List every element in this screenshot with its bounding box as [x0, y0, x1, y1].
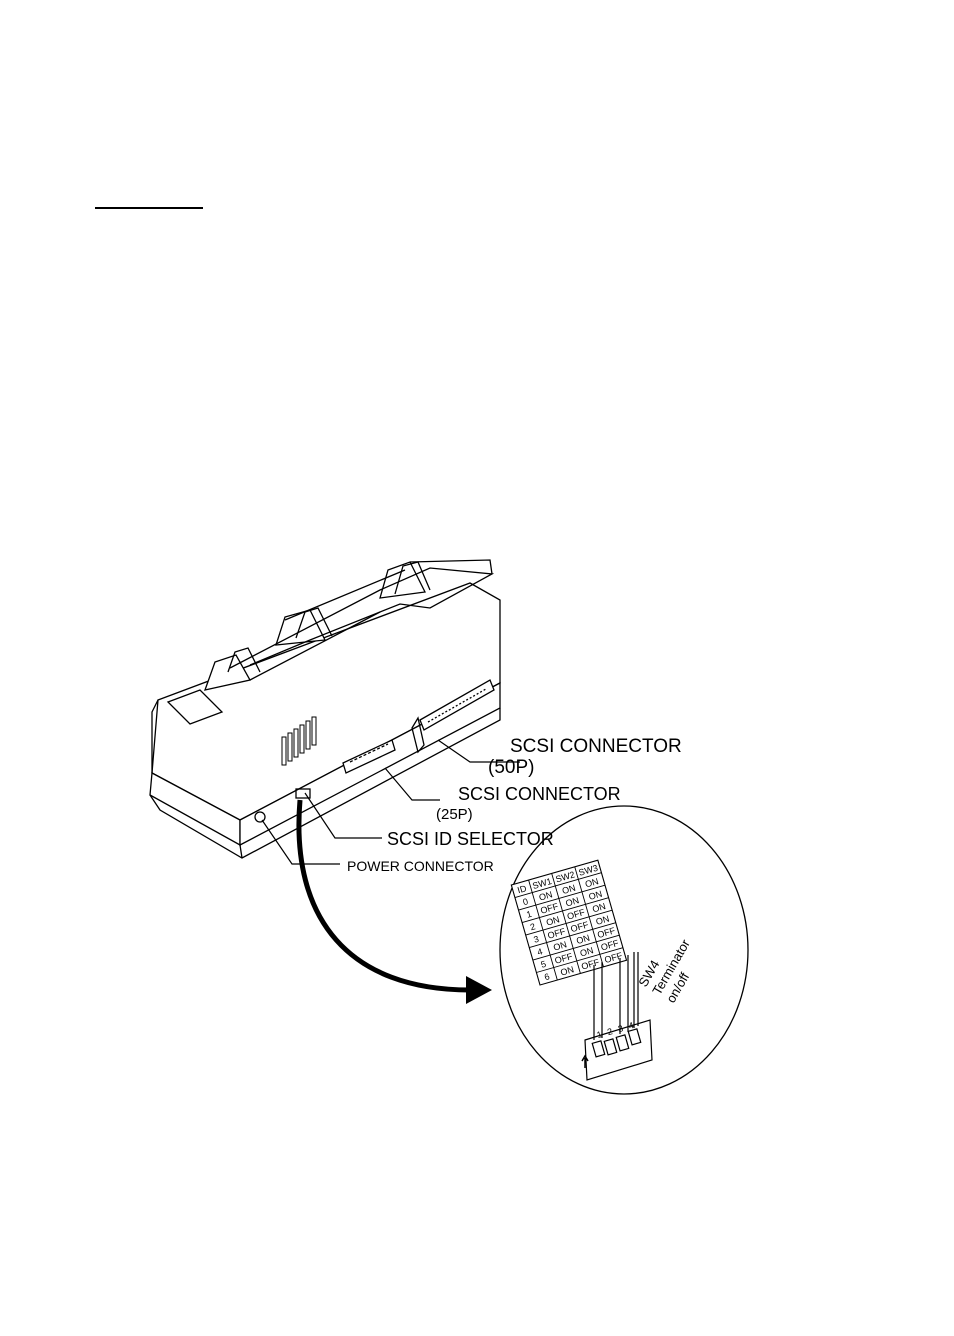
table-cell: ON [595, 914, 611, 927]
table-cell: ON [584, 876, 600, 889]
table-cell: 5 [540, 959, 548, 970]
table-cell: ON [579, 945, 595, 958]
table-cell: 1 [525, 909, 533, 920]
table-row-line [521, 897, 609, 923]
sw4-number-2: 2 [606, 1026, 614, 1037]
table-cell: 0 [522, 896, 530, 907]
scsi-25p-pins-label: (25P) [436, 806, 473, 823]
table-cell: 6 [543, 971, 551, 982]
sw4-number-1: 1 [596, 1029, 604, 1040]
table-cell: OFF [539, 901, 560, 916]
table-row-line [514, 872, 602, 898]
table-cell: OFF [569, 919, 590, 934]
table-cell: OFF [600, 938, 621, 953]
table-cell: ON [591, 901, 607, 914]
sw4-number-4: 4 [627, 1020, 635, 1031]
table-cell: ON [545, 914, 561, 927]
scsi-id-selector-label: SCSI ID SELECTOR [387, 829, 554, 849]
table-cell: OFF [596, 925, 617, 940]
table-cell: ON [564, 895, 580, 908]
table-cell: 2 [529, 921, 537, 932]
section-heading-underline [95, 207, 203, 209]
table-cell: ON [575, 933, 591, 946]
table-cell: 3 [532, 934, 540, 945]
sw4-number-3: 3 [617, 1023, 625, 1034]
table-cell: OFF [554, 951, 575, 966]
table-cell: OFF [580, 957, 601, 972]
table-column-line [528, 879, 558, 981]
power-connector-label: POWER CONNECTOR [347, 858, 494, 874]
table-row-line [518, 884, 606, 911]
table-row-line [532, 934, 620, 961]
table-cell: OFF [603, 950, 624, 965]
table-row-line [536, 947, 624, 973]
table-header-cell: ID [516, 883, 528, 895]
table-cell: ON [559, 964, 575, 977]
table-row-line [529, 922, 616, 948]
table-cell: ON [552, 939, 568, 952]
table-cell: ON [561, 883, 577, 896]
scsi-50p-label: SCSI CONNECTOR [510, 736, 682, 757]
table-column-line [574, 866, 604, 967]
sw4-dip-switch [581, 952, 653, 1081]
table-cell: OFF [546, 926, 567, 941]
table-cell: ON [538, 889, 554, 902]
scsi-25p-label: SCSI CONNECTOR [458, 784, 621, 804]
table-row-line [525, 909, 613, 936]
arrow-to-detail [296, 799, 492, 1004]
scsi-50p-pins-label: (50P) [488, 757, 534, 778]
table-cell: ON [588, 889, 604, 902]
printer-illustration [149, 559, 520, 865]
table-cell: OFF [566, 907, 587, 922]
table-cell: 4 [536, 946, 544, 957]
table-column-line [551, 873, 581, 974]
